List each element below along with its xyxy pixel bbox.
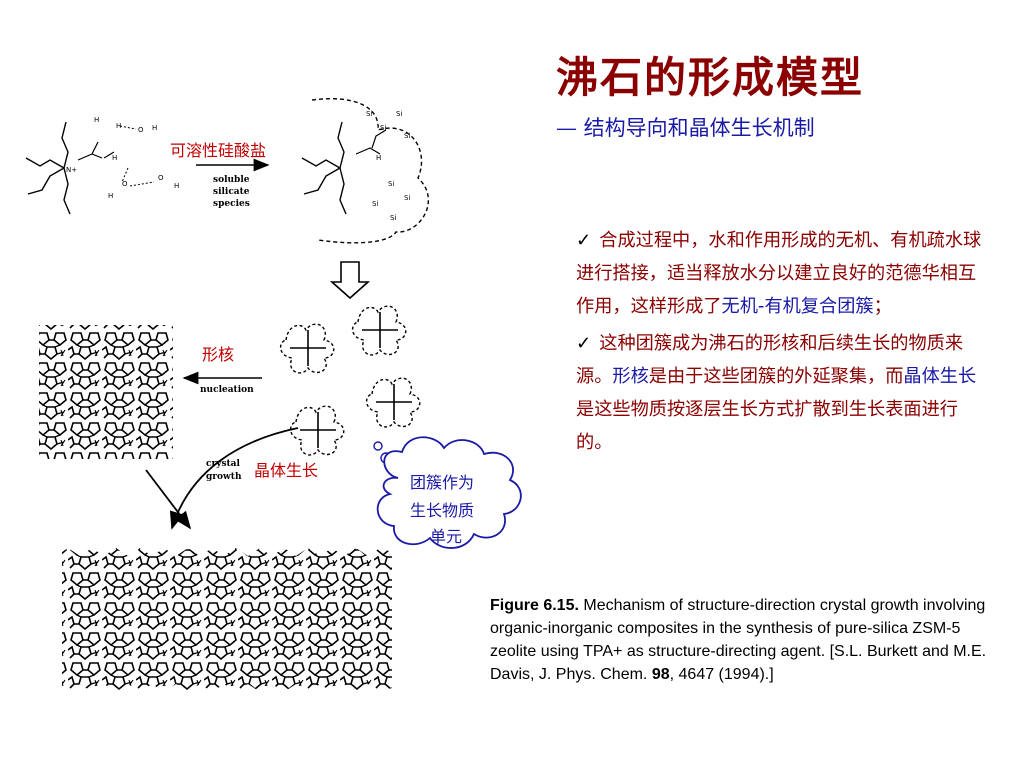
bullet-2-mid: 是由于这些团簇的外延聚集，而 (648, 366, 904, 387)
atom-h: H (376, 154, 381, 162)
crystal-lattice (62, 544, 392, 696)
check-icon: ✓ (576, 333, 592, 354)
atom-h: H (174, 182, 179, 190)
cluster-icon (351, 305, 407, 356)
cloud-line-2: 生长物质 (410, 501, 474, 520)
check-icon: ✓ (576, 230, 592, 251)
growth-curved-arrow (169, 427, 299, 530)
label-silicate-en: silicate (213, 187, 250, 197)
bullet-item-2: ✓这种团簇成为沸石的形核和后续生长的物质来源。形核是由于这些团簇的外延聚集，而晶… (576, 327, 986, 459)
atom-si: Si (404, 132, 410, 140)
cloud-line-3: 单元 (430, 527, 462, 546)
atom-si: Si (366, 110, 372, 118)
caption-figure-label: Figure 6.15. (490, 597, 579, 614)
bullet-1-highlight: 无机-有机复合团簇 (721, 296, 874, 317)
label-growth-cn: 晶体生长 (254, 461, 318, 480)
atom-o: O (138, 126, 144, 134)
label-crystal-en: crystal (206, 459, 241, 469)
tpa-silicate-composite: Si Si Si Si Si Si Si Si H (301, 98, 430, 244)
atom-si: Si (396, 110, 402, 118)
atom-h: H (152, 124, 157, 132)
caption-volume: 98 (651, 666, 670, 683)
label-nucleation-en: nucleation (200, 385, 254, 395)
label-nucleation-cn: 形核 (202, 345, 234, 364)
atom-h: H (116, 122, 121, 130)
cluster-icon (289, 405, 345, 456)
atom-o: O (158, 174, 164, 182)
label-soluble-silicate-cn: 可溶性硅酸盐 (170, 141, 266, 160)
bullet-2-highlight-1: 形核 (612, 366, 649, 387)
slide-title: 沸石的形成模型 (556, 53, 865, 102)
tpa-hydrated: N+ H H O H H O H O H (25, 116, 179, 215)
bullet-2-text: 这种团簇成为沸石的形核和后续生长的物质来源。 (576, 333, 964, 387)
nucleus-lattice (36, 322, 176, 462)
atom-n: N+ (66, 166, 77, 174)
label-growth-en: growth (206, 472, 242, 482)
caption-text-1: Mechanism of structure-direction crystal… (490, 597, 987, 683)
atom-o: O (122, 180, 128, 188)
down-arrow-icon (329, 261, 371, 300)
label-soluble-en: soluble (213, 175, 250, 185)
cloud-line-1: 团簇作为 (410, 473, 474, 492)
atom-si: Si (372, 200, 378, 208)
label-species-en: species (213, 199, 250, 209)
growth-arrow (145, 469, 192, 530)
bullet-2-end: 是这些物质按逐层生长方式扩散到生长表面进行的。 (576, 399, 958, 453)
bullet-item-1: ✓合成过程中，水和作用形成的无机、有机疏水球进行搭接，适当释放水分以建立良好的范… (576, 224, 986, 323)
caption-text-2: , 4647 (1994).] (669, 666, 774, 683)
figure-caption: Figure 6.15. Mechanism of structure-dire… (490, 594, 990, 686)
atom-si: Si (390, 214, 396, 222)
atom-h: H (94, 116, 99, 124)
atom-h: H (108, 192, 113, 200)
atom-si: Si (388, 180, 394, 188)
bullet-1-end: ； (873, 296, 892, 317)
atom-h: H (112, 154, 117, 162)
cluster-icon (365, 377, 421, 428)
slide-subtitle: — 结构导向和晶体生长机制 (556, 116, 815, 140)
atom-si: Si (404, 194, 410, 202)
cluster-icon (279, 323, 335, 374)
atom-si: Si (380, 124, 386, 132)
bullet-list: ✓合成过程中，水和作用形成的无机、有机疏水球进行搭接，适当释放水分以建立良好的范… (576, 224, 986, 463)
bullet-2-highlight-2: 晶体生长 (903, 366, 977, 387)
thought-cloud: 团簇作为 生长物质 单元 (373, 436, 522, 549)
bullet-1-text: 合成过程中，水和作用形成的无机、有机疏水球进行搭接，适当释放水分以建立良好的范德… (576, 230, 982, 317)
